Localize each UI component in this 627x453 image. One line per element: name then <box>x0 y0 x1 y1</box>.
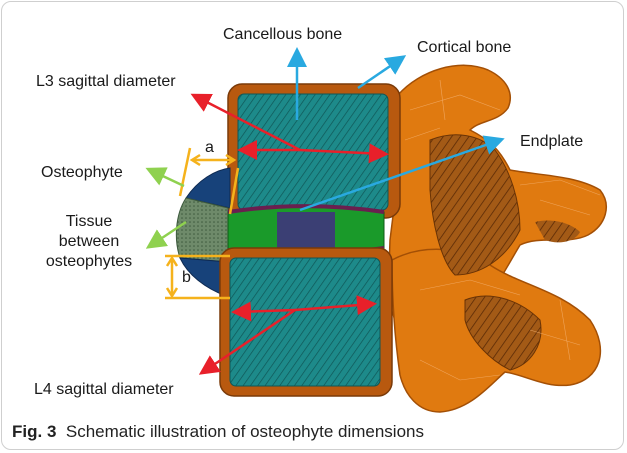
dimension-a-label: a <box>205 138 214 157</box>
dimension-b-label: b <box>182 268 191 287</box>
caption-text: Schematic illustration of osteophyte dim… <box>66 422 424 441</box>
tissue-between-osteophytes <box>176 198 228 262</box>
endplate-label: Endplate <box>520 132 583 151</box>
l3-sagittal-diameter-label: L3 sagittal diameter <box>36 72 176 91</box>
intervertebral-disc <box>228 206 384 254</box>
cortical-bone-label: Cortical bone <box>417 38 511 57</box>
osteophyte-arrow <box>150 170 184 186</box>
tissue-between-label-line3: osteophytes <box>28 252 150 271</box>
tissue-between-label-line1: Tissue <box>28 212 150 231</box>
figure-caption: Fig. 3 Schematic illustration of osteoph… <box>12 422 424 442</box>
posterior-elements <box>388 65 606 412</box>
osteophyte-label: Osteophyte <box>41 163 123 182</box>
figure-number: Fig. 3 <box>12 422 56 441</box>
l4-sagittal-diameter-label: L4 sagittal diameter <box>34 380 174 399</box>
l4-vertebral-body <box>220 248 392 396</box>
tissue-between-label-line2: between <box>28 232 150 251</box>
cancellous-bone-label: Cancellous bone <box>223 25 342 44</box>
